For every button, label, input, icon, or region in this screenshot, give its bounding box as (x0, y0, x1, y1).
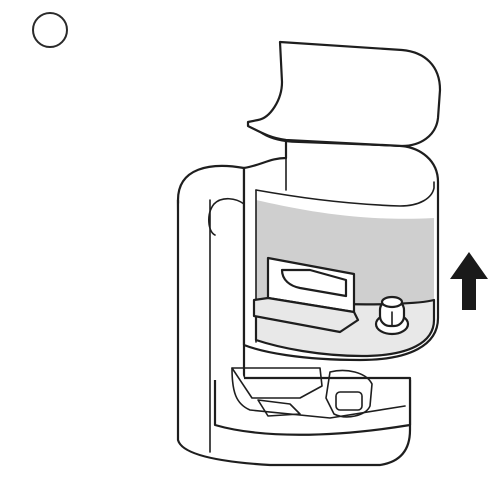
dock-cradle (213, 367, 412, 436)
step-number-badge (32, 12, 68, 48)
arrow-up-icon (450, 252, 488, 310)
tank-lid (246, 40, 442, 148)
tank-valve-knob (374, 295, 410, 336)
water-tank (242, 138, 440, 362)
